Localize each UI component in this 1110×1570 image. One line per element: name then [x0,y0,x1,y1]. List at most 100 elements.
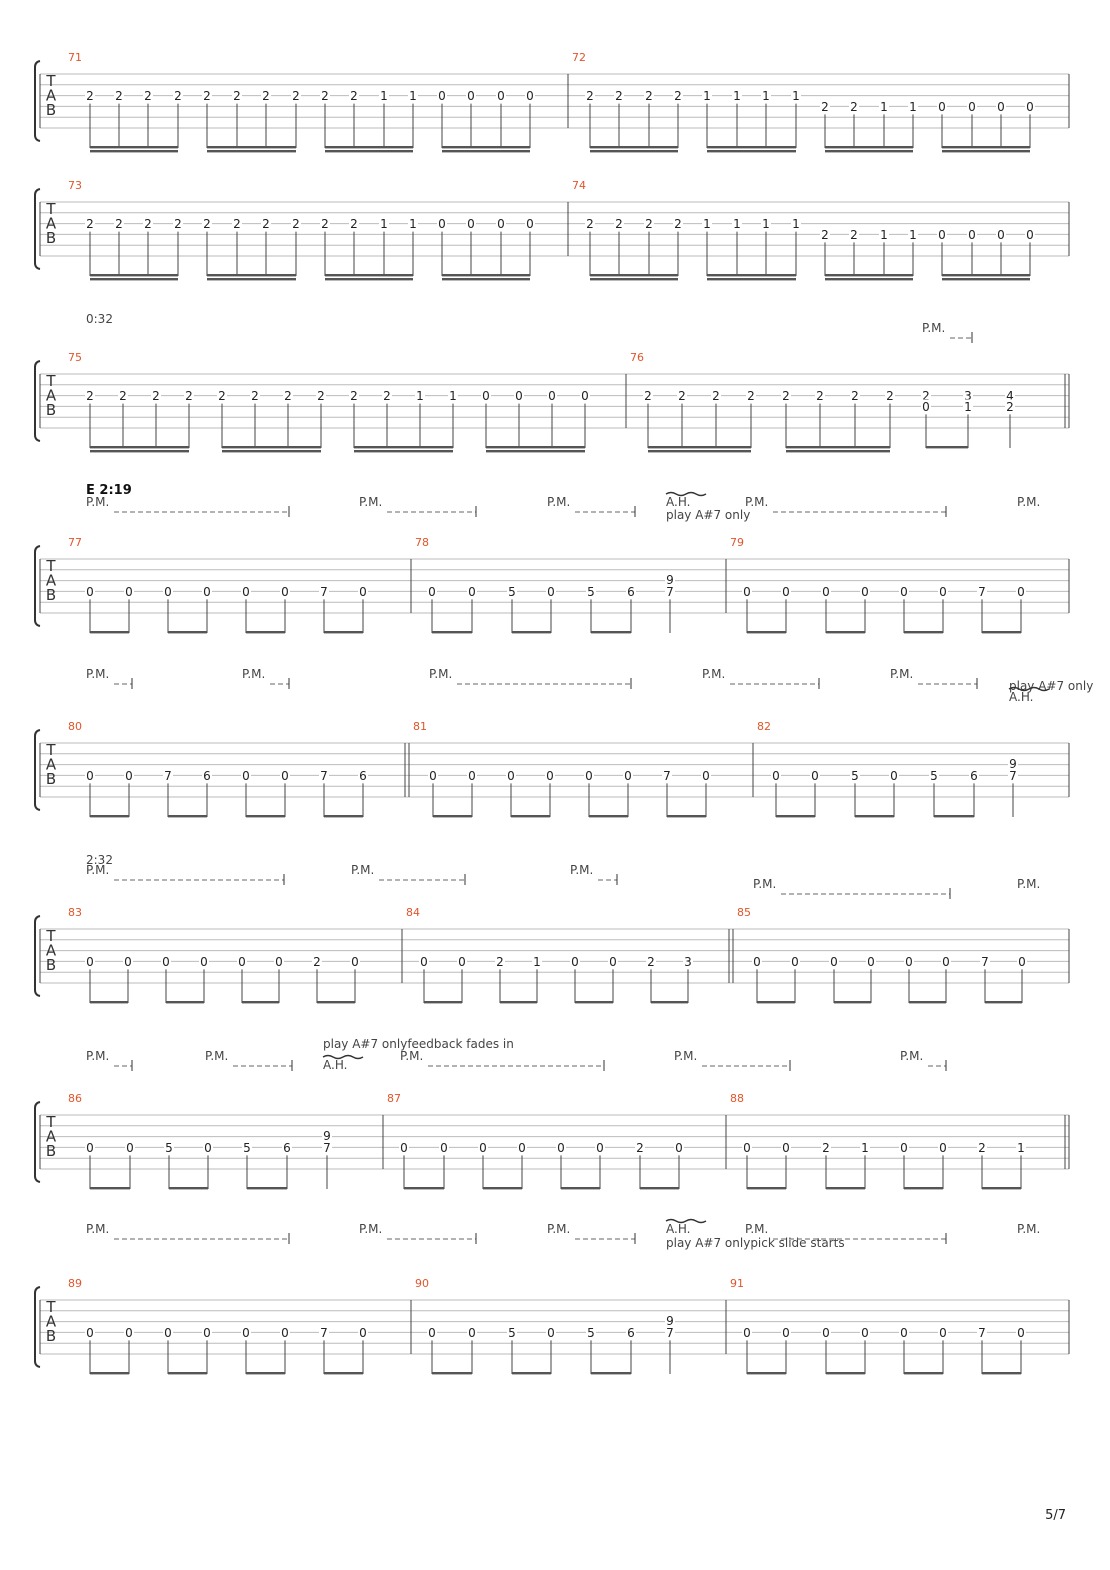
beam [707,274,796,277]
fret-bg [457,954,467,968]
fret-bg [202,768,212,782]
fret-number: 0 [242,585,250,599]
tab-clef-letter: B [46,401,56,419]
tab-clef-letter: T [45,1113,56,1131]
fret-bg [929,768,939,782]
tab-clef-letter: T [45,72,56,90]
fret-bg [1016,1325,1026,1339]
annotation-label: P.M. [86,1222,109,1236]
fret-number: 2 [313,955,321,969]
beam [826,1372,865,1375]
annotation-label: P.M. [890,667,913,681]
fret-number: 0 [861,585,869,599]
measure-number: 71 [68,51,82,64]
fret-number: 2 [782,389,790,403]
fret-number: 2 [586,89,594,103]
fret-number: 0 [596,1141,604,1155]
fret-number: 1 [880,228,888,242]
fret-number: 3 [964,389,972,403]
fret-number: 5 [851,769,859,783]
beam [934,815,974,818]
fret-number: 0 [968,100,976,114]
fret-bg [980,954,990,968]
fret-bg [742,1325,752,1339]
fret-number: 2 [645,217,653,231]
measure-number: 86 [68,1092,82,1105]
fret-bg [481,388,491,402]
fret-bg [996,227,1006,241]
fret-number: 2 [850,228,858,242]
fret-number: 1 [409,217,417,231]
system-bracket [34,915,41,997]
fret-number: 0 [204,1141,212,1155]
fret-bg [280,1325,290,1339]
fret-bg [467,1325,477,1339]
fret-number: 1 [909,228,917,242]
tab-clef-letter: A [46,387,57,405]
fret-number: 4 [1006,389,1014,403]
beam [511,815,550,818]
fret-bg [860,1140,870,1154]
fret-number: 0 [624,769,632,783]
fret-number: 1 [703,89,711,103]
fret-number: 0 [124,955,132,969]
annotation-label: P.M. [900,1049,923,1063]
annotation-label: P.M. [429,667,452,681]
fret-number: 0 [164,1326,172,1340]
beam [317,1001,355,1004]
beam [90,1372,129,1375]
annotation-label: P.M. [1017,877,1040,891]
fret-bg [742,584,752,598]
fret-number: 6 [359,769,367,783]
fret-bg [320,88,330,102]
fret-number: 2 [586,217,594,231]
fret-number: 0 [938,100,946,114]
beam [442,274,530,277]
fret-bg [644,216,654,230]
fret-number: 0 [126,1141,134,1155]
beam [222,446,321,449]
fret-bg [350,954,360,968]
annotation-label: play A#7 only [1009,679,1093,693]
fret-bg [545,768,555,782]
measure-number: 81 [413,720,427,733]
fret-bg [202,88,212,102]
fret-bg [732,88,742,102]
fret-bg [921,399,931,413]
fret-bg [614,88,624,102]
fret-number: 1 [733,217,741,231]
fret-number: 2 [821,100,829,114]
fret-number: 2 [678,389,686,403]
fret-bg [507,1325,517,1339]
measure-number: 76 [630,351,644,364]
fret-bg [585,88,595,102]
fret-bg [399,1140,409,1154]
fret-number: 7 [320,769,328,783]
fret-bg [586,584,596,598]
fret-bg [761,216,771,230]
fret-bg [646,954,656,968]
beam [776,815,815,818]
fret-bg [635,1140,645,1154]
beam [909,1001,946,1004]
fret-bg [202,216,212,230]
fret-number: 2 [284,389,292,403]
fret-bg [937,99,947,113]
fret-number: 2 [821,228,829,242]
fret-bg [163,1325,173,1339]
fret-bg [173,88,183,102]
fret-number: 0 [428,585,436,599]
fret-number: 2 [822,1141,830,1155]
fret-bg [163,584,173,598]
fret-number: 2 [321,217,329,231]
beam [168,815,207,818]
fret-bg [849,99,859,113]
fret-number: 2 [262,217,270,231]
beam [90,450,189,453]
fret-number: 0 [420,955,428,969]
fret-number: 2 [350,389,358,403]
fret-number: 0 [86,1141,94,1155]
fret-bg [283,388,293,402]
fret-number: 3 [684,955,692,969]
fret-bg [977,1140,987,1154]
